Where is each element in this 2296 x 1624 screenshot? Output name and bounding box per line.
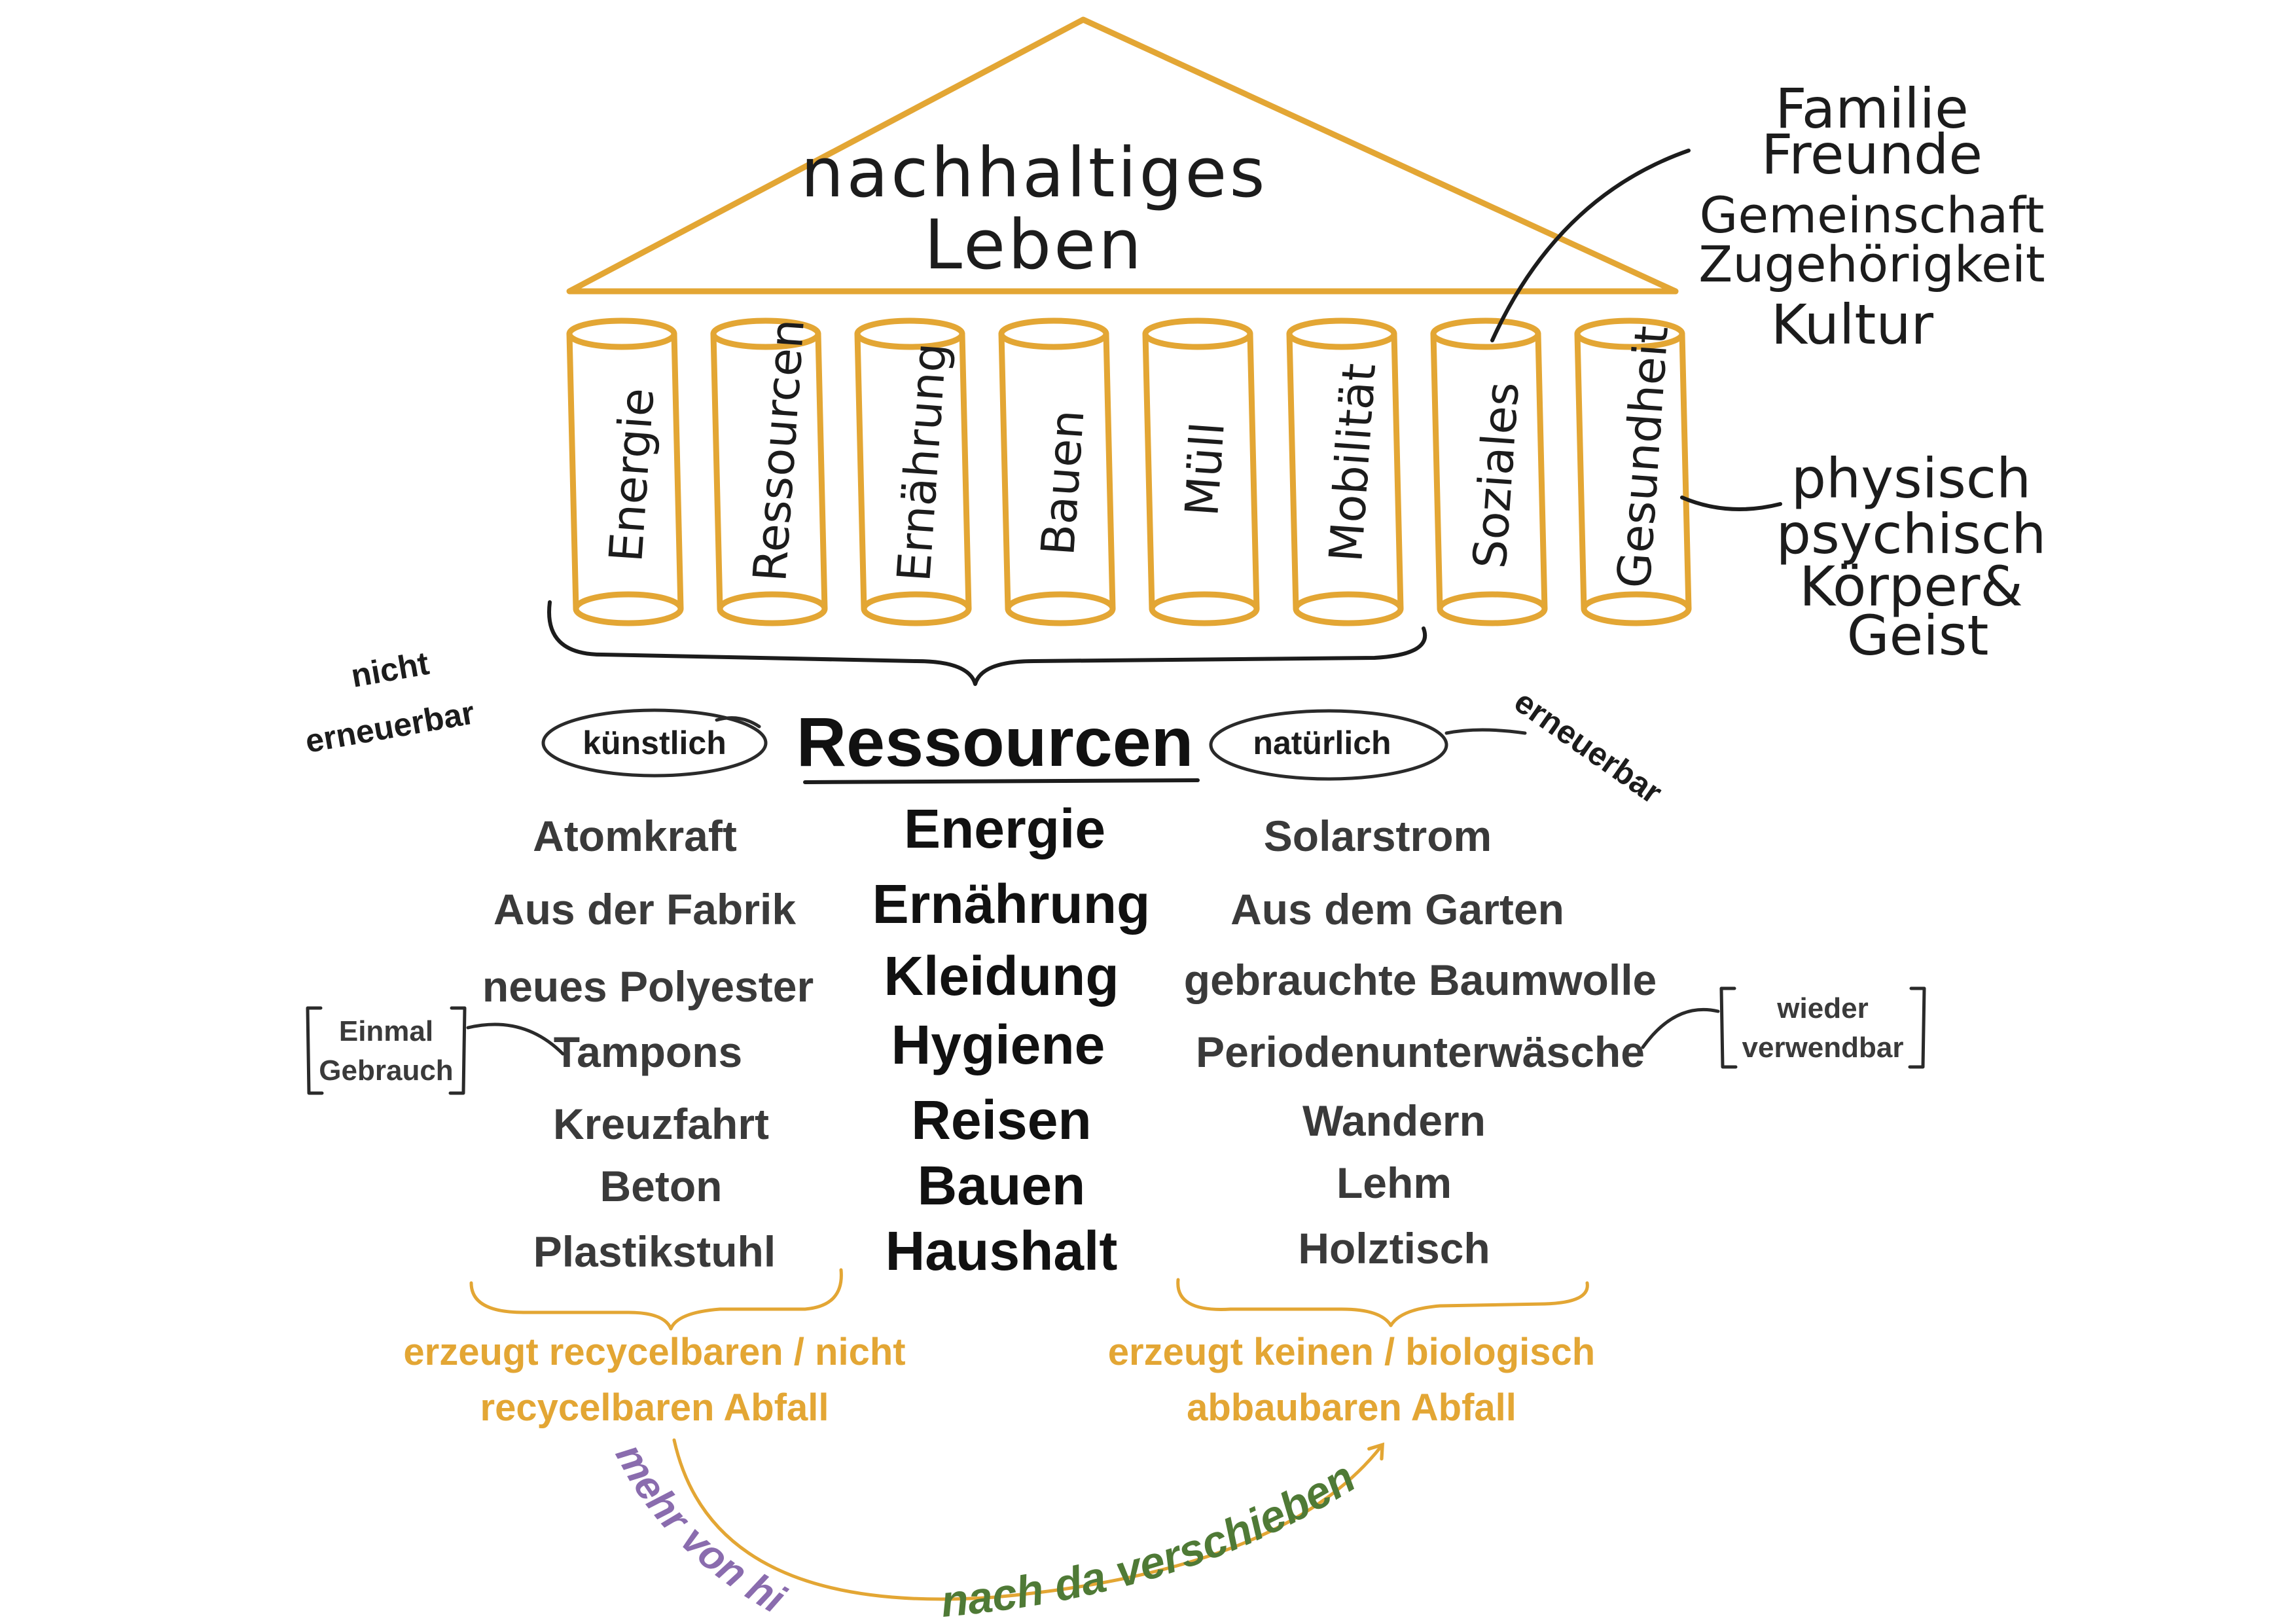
note-nicht-line1: nicht bbox=[348, 645, 432, 695]
row-right-periodenunterwaesche: Periodenunterwäsche bbox=[1196, 1028, 1645, 1076]
pillar-energie: Energie bbox=[566, 317, 684, 626]
row-right-holztisch: Holztisch bbox=[1298, 1224, 1490, 1272]
resource-rows: Atomkraft Energie Solarstrom Aus der Fab… bbox=[482, 798, 1657, 1282]
row-right-baumwolle: gebrauchte Baumwolle bbox=[1184, 956, 1657, 1004]
pillar-ernaehrung: Ernährung bbox=[854, 317, 972, 626]
row-left-tampons: Tampons bbox=[554, 1028, 742, 1076]
row-center-reisen: Reisen bbox=[911, 1089, 1091, 1151]
pillar-label-mobilitaet: Mobilität bbox=[1319, 361, 1386, 564]
pillar-gesundheit: Gesundheit bbox=[1574, 317, 1692, 626]
row-left-plastikstuhl: Plastikstuhl bbox=[533, 1227, 776, 1276]
row-right-garten: Aus dem Garten bbox=[1230, 885, 1564, 933]
row-center-ernaehrung: Ernährung bbox=[872, 873, 1151, 935]
row-right-lehm: Lehm bbox=[1336, 1159, 1452, 1207]
row-right-solarstrom: Solarstrom bbox=[1264, 812, 1492, 860]
bracket-left-line2: Gebrauch bbox=[319, 1055, 453, 1087]
pillar-label-energie: Energie bbox=[599, 386, 664, 564]
bracket-right-line2: verwendbar bbox=[1742, 1032, 1904, 1064]
pillar-ressourcen: Ressourcen bbox=[710, 317, 828, 626]
pillar-label-bauen: Bauen bbox=[1031, 408, 1094, 557]
roof-title-line1: nachhaltiges bbox=[800, 133, 1267, 213]
row-right-wandern: Wandern bbox=[1302, 1096, 1486, 1145]
soziales-note: Familie Freunde Gemeinschaft Zugehörigke… bbox=[1490, 77, 2045, 357]
waste-left-line1: erzeugt recycelbaren / nicht bbox=[403, 1331, 905, 1373]
pillar-label-soziales: Soziales bbox=[1463, 380, 1530, 570]
row-left-polyester: neues Polyester bbox=[482, 962, 814, 1011]
bracket-right-line1: wieder bbox=[1776, 992, 1868, 1024]
pillar-soziales: Soziales bbox=[1430, 317, 1548, 626]
temple-roof: nachhaltiges Leben bbox=[566, 16, 1679, 295]
pillars-brace bbox=[547, 600, 1427, 686]
left-waste-brace bbox=[469, 1268, 843, 1331]
pillar-label-muell: Müll bbox=[1175, 420, 1235, 518]
gesundheit-note: physisch psychisch Körper& Geist bbox=[1680, 446, 2047, 668]
note-nicht-line2: erneuerbar bbox=[302, 694, 477, 760]
pillar-muell: Müll bbox=[1142, 317, 1260, 626]
row-center-haushalt: Haushalt bbox=[886, 1220, 1118, 1282]
pillar-label-ernaehrung: Ernährung bbox=[887, 341, 957, 583]
row-left-atomkraft: Atomkraft bbox=[533, 812, 737, 860]
row-center-kleidung: Kleidung bbox=[884, 945, 1119, 1007]
gesundheit-note-line4: Geist bbox=[1847, 604, 1989, 668]
shift-arrow-line bbox=[672, 1438, 1385, 1601]
oval-kuenstlich-label: künstlich bbox=[583, 725, 726, 761]
roof-title-line2: Leben bbox=[924, 205, 1144, 285]
bracket-left-line1: Einmal bbox=[339, 1015, 433, 1047]
row-left-kreuzfahrt: Kreuzfahrt bbox=[553, 1100, 769, 1148]
soziales-note-line2: Freunde bbox=[1761, 122, 1982, 187]
oval-natuerlich bbox=[1209, 709, 1448, 781]
waste-right-line2: abbaubaren Abfall bbox=[1187, 1386, 1516, 1429]
pillar-label-gesundheit: Gesundheit bbox=[1607, 324, 1679, 590]
oval-natuerlich-label: natürlich bbox=[1253, 725, 1391, 761]
resources-heading: Ressourcen bbox=[797, 704, 1194, 781]
pillar-mobilitaet: Mobilität bbox=[1286, 317, 1404, 626]
oval-kuenstlich bbox=[541, 708, 768, 778]
pillar-label-ressourcen: Ressourcen bbox=[743, 317, 815, 584]
gesundheit-note-line2: psychisch bbox=[1776, 502, 2047, 566]
gesundheit-note-line1: physisch bbox=[1791, 446, 2032, 511]
pillar-bauen: Bauen bbox=[998, 317, 1116, 626]
einmal-gebrauch-note: Einmal Gebrauch bbox=[306, 1006, 565, 1095]
gesundheit-note-line3: Körper& bbox=[1799, 554, 2023, 619]
waste-right-line1: erzeugt keinen / biologisch bbox=[1108, 1331, 1595, 1373]
row-center-hygiene: Hygiene bbox=[891, 1014, 1105, 1075]
soziales-note-line5: Kultur bbox=[1771, 293, 1934, 357]
row-left-fabrik: Aus der Fabrik bbox=[493, 885, 796, 933]
soziales-note-line1: Familie bbox=[1775, 77, 1969, 141]
waste-labels: erzeugt recycelbaren / nicht recycelbare… bbox=[403, 1331, 1595, 1429]
row-left-beton: Beton bbox=[600, 1162, 723, 1210]
right-waste-brace bbox=[1176, 1278, 1589, 1327]
soziales-note-line4: Zugehörigkeit bbox=[1698, 235, 2045, 293]
row-center-bauen: Bauen bbox=[918, 1155, 1086, 1216]
wieder-verwendbar-note: wieder verwendbar bbox=[1641, 986, 1926, 1069]
soziales-note-line3: Gemeinschaft bbox=[1699, 186, 2044, 244]
waste-left-line2: recycelbaren Abfall bbox=[480, 1386, 829, 1429]
resources-heading-underline bbox=[803, 778, 1200, 784]
note-erneuerbar: erneuerbar bbox=[1508, 683, 1669, 811]
temple-pillars: Energie Ressourcen Ernährung Bauen Müll bbox=[566, 317, 1692, 626]
arrow-to-label: nach da verschieben bbox=[939, 1452, 1363, 1624]
row-center-energie: Energie bbox=[904, 798, 1105, 859]
